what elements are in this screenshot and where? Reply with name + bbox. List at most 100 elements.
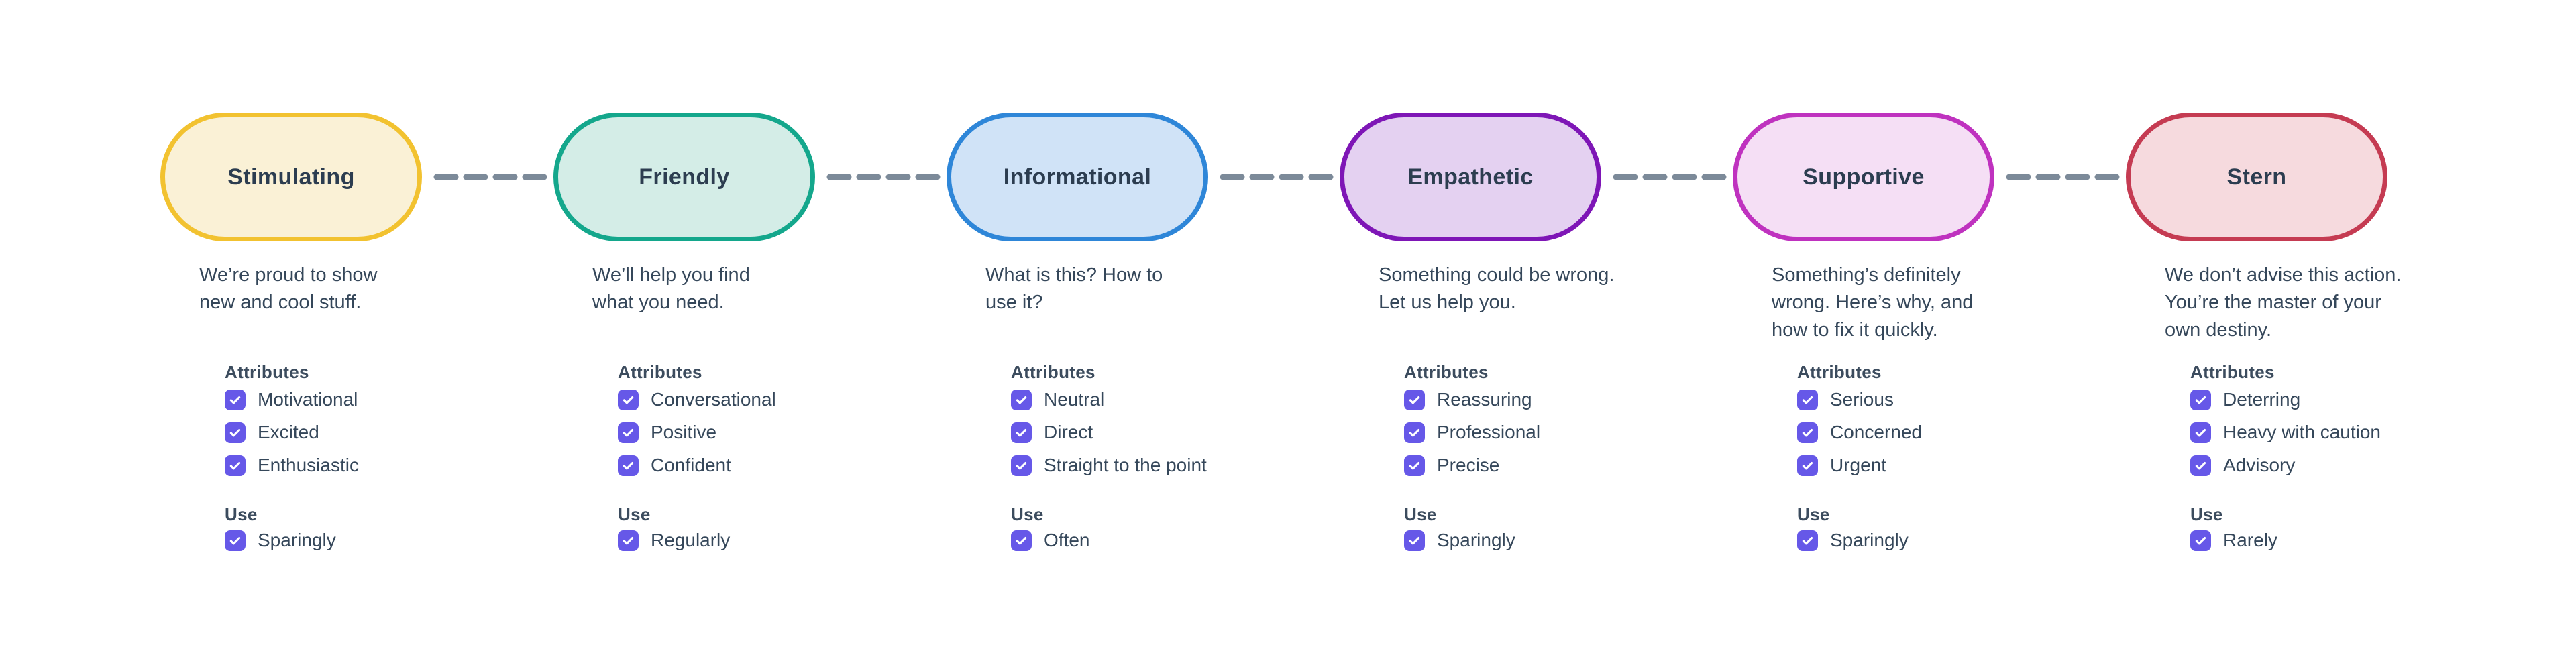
use-heading: Use: [225, 504, 258, 524]
checkmark-icon: [1802, 396, 1813, 404]
attribute-checkbox[interactable]: [2190, 422, 2211, 443]
attribute-row: Heavy with caution: [2190, 422, 2381, 443]
use-checkbox[interactable]: [1404, 530, 1425, 551]
tone-column-supportive: Supportive Something’s definitely wrong.…: [1733, 0, 2108, 649]
attribute-row: Neutral: [1011, 389, 1104, 410]
tone-column-stimulating: Stimulating We’re proud to show new and …: [160, 0, 536, 649]
use-label: Often: [1044, 530, 1090, 550]
tone-node-informational: Informational: [947, 113, 1208, 241]
attribute-label: Direct: [1044, 422, 1093, 442]
checkmark-icon: [229, 396, 241, 404]
use-row: Sparingly: [225, 530, 336, 551]
tone-node-empathetic: Empathetic: [1340, 113, 1601, 241]
attributes-heading: Attributes: [1797, 362, 1882, 382]
tone-column-friendly: Friendly We’ll help you find what you ne…: [553, 0, 929, 649]
use-heading: Use: [618, 504, 651, 524]
attribute-checkbox[interactable]: [1404, 455, 1425, 476]
attribute-checkbox[interactable]: [225, 389, 246, 410]
attribute-checkbox[interactable]: [618, 389, 639, 410]
tone-title: Friendly: [639, 164, 730, 190]
use-label: Sparingly: [1437, 530, 1515, 550]
attribute-checkbox[interactable]: [618, 455, 639, 476]
attribute-checkbox[interactable]: [1011, 455, 1032, 476]
tone-node-stimulating: Stimulating: [160, 113, 422, 241]
checkmark-icon: [229, 536, 241, 544]
attribute-row: Professional: [1404, 422, 1540, 443]
attribute-checkbox[interactable]: [2190, 389, 2211, 410]
use-row: Sparingly: [1797, 530, 1909, 551]
attribute-label: Deterring: [2223, 389, 2301, 410]
checkmark-icon: [2195, 428, 2206, 436]
tone-description: What is this? How to use it?: [985, 264, 1163, 313]
attribute-label: Reassuring: [1437, 389, 1532, 410]
use-label: Regularly: [651, 530, 731, 550]
tone-description: We’ll help you find what you need.: [592, 264, 750, 313]
attribute-row: Excited: [225, 422, 319, 443]
checkmark-icon: [229, 428, 241, 436]
tone-node-friendly: Friendly: [553, 113, 815, 241]
attribute-label: Serious: [1830, 389, 1894, 410]
attribute-row: Serious: [1797, 389, 1894, 410]
tone-description: Something could be wrong. Let us help yo…: [1379, 264, 1615, 313]
use-checkbox[interactable]: [1011, 530, 1032, 551]
attribute-checkbox[interactable]: [618, 422, 639, 443]
attribute-checkbox[interactable]: [2190, 455, 2211, 476]
checkmark-icon: [1016, 428, 1027, 436]
checkmark-icon: [1016, 396, 1027, 404]
attribute-label: Straight to the point: [1044, 455, 1207, 475]
attribute-label: Conversational: [651, 389, 776, 410]
checkmark-icon: [623, 396, 634, 404]
checkmark-icon: [2195, 536, 2206, 544]
tone-description: Something’s definitely wrong. Here’s why…: [1772, 264, 1974, 341]
use-checkbox[interactable]: [618, 530, 639, 551]
attribute-label: Excited: [258, 422, 319, 442]
attribute-label: Positive: [651, 422, 717, 442]
attribute-checkbox[interactable]: [1797, 455, 1818, 476]
checkmark-icon: [1802, 428, 1813, 436]
use-heading: Use: [1011, 504, 1044, 524]
attribute-checkbox[interactable]: [225, 455, 246, 476]
tone-title: Informational: [1003, 164, 1152, 190]
attribute-row: Enthusiastic: [225, 455, 359, 476]
tone-node-supportive: Supportive: [1733, 113, 1994, 241]
attribute-checkbox[interactable]: [1797, 389, 1818, 410]
attribute-row: Direct: [1011, 422, 1093, 443]
checkmark-icon: [623, 461, 634, 469]
checkmark-icon: [2195, 396, 2206, 404]
tone-column-informational: Informational What is this? How to use i…: [947, 0, 1322, 649]
attribute-label: Motivational: [258, 389, 358, 410]
attributes-heading: Attributes: [2190, 362, 2275, 382]
attribute-row: Straight to the point: [1011, 455, 1207, 476]
attribute-checkbox[interactable]: [1011, 389, 1032, 410]
use-label: Sparingly: [258, 530, 336, 550]
attribute-row: Reassuring: [1404, 389, 1532, 410]
checkmark-icon: [2195, 461, 2206, 469]
use-row: Regularly: [618, 530, 730, 551]
attribute-label: Heavy with caution: [2223, 422, 2381, 442]
use-checkbox[interactable]: [225, 530, 246, 551]
use-heading: Use: [1797, 504, 1830, 524]
attribute-label: Enthusiastic: [258, 455, 359, 475]
attributes-heading: Attributes: [225, 362, 309, 382]
attribute-label: Confident: [651, 455, 731, 475]
attribute-label: Neutral: [1044, 389, 1105, 410]
attribute-checkbox[interactable]: [1797, 422, 1818, 443]
checkmark-icon: [1409, 461, 1420, 469]
use-row: Rarely: [2190, 530, 2277, 551]
attribute-checkbox[interactable]: [1404, 422, 1425, 443]
attribute-checkbox[interactable]: [225, 422, 246, 443]
attribute-label: Concerned: [1830, 422, 1922, 442]
attribute-checkbox[interactable]: [1011, 422, 1032, 443]
checkmark-icon: [229, 461, 241, 469]
checkmark-icon: [1802, 536, 1813, 544]
use-checkbox[interactable]: [2190, 530, 2211, 551]
attribute-checkbox[interactable]: [1404, 389, 1425, 410]
use-checkbox[interactable]: [1797, 530, 1818, 551]
checkmark-icon: [1409, 536, 1420, 544]
use-row: Sparingly: [1404, 530, 1515, 551]
tone-column-stern: Stern We don’t advise this action. You’r…: [2126, 0, 2502, 649]
tone-title: Stimulating: [227, 164, 355, 190]
checkmark-icon: [1016, 536, 1027, 544]
